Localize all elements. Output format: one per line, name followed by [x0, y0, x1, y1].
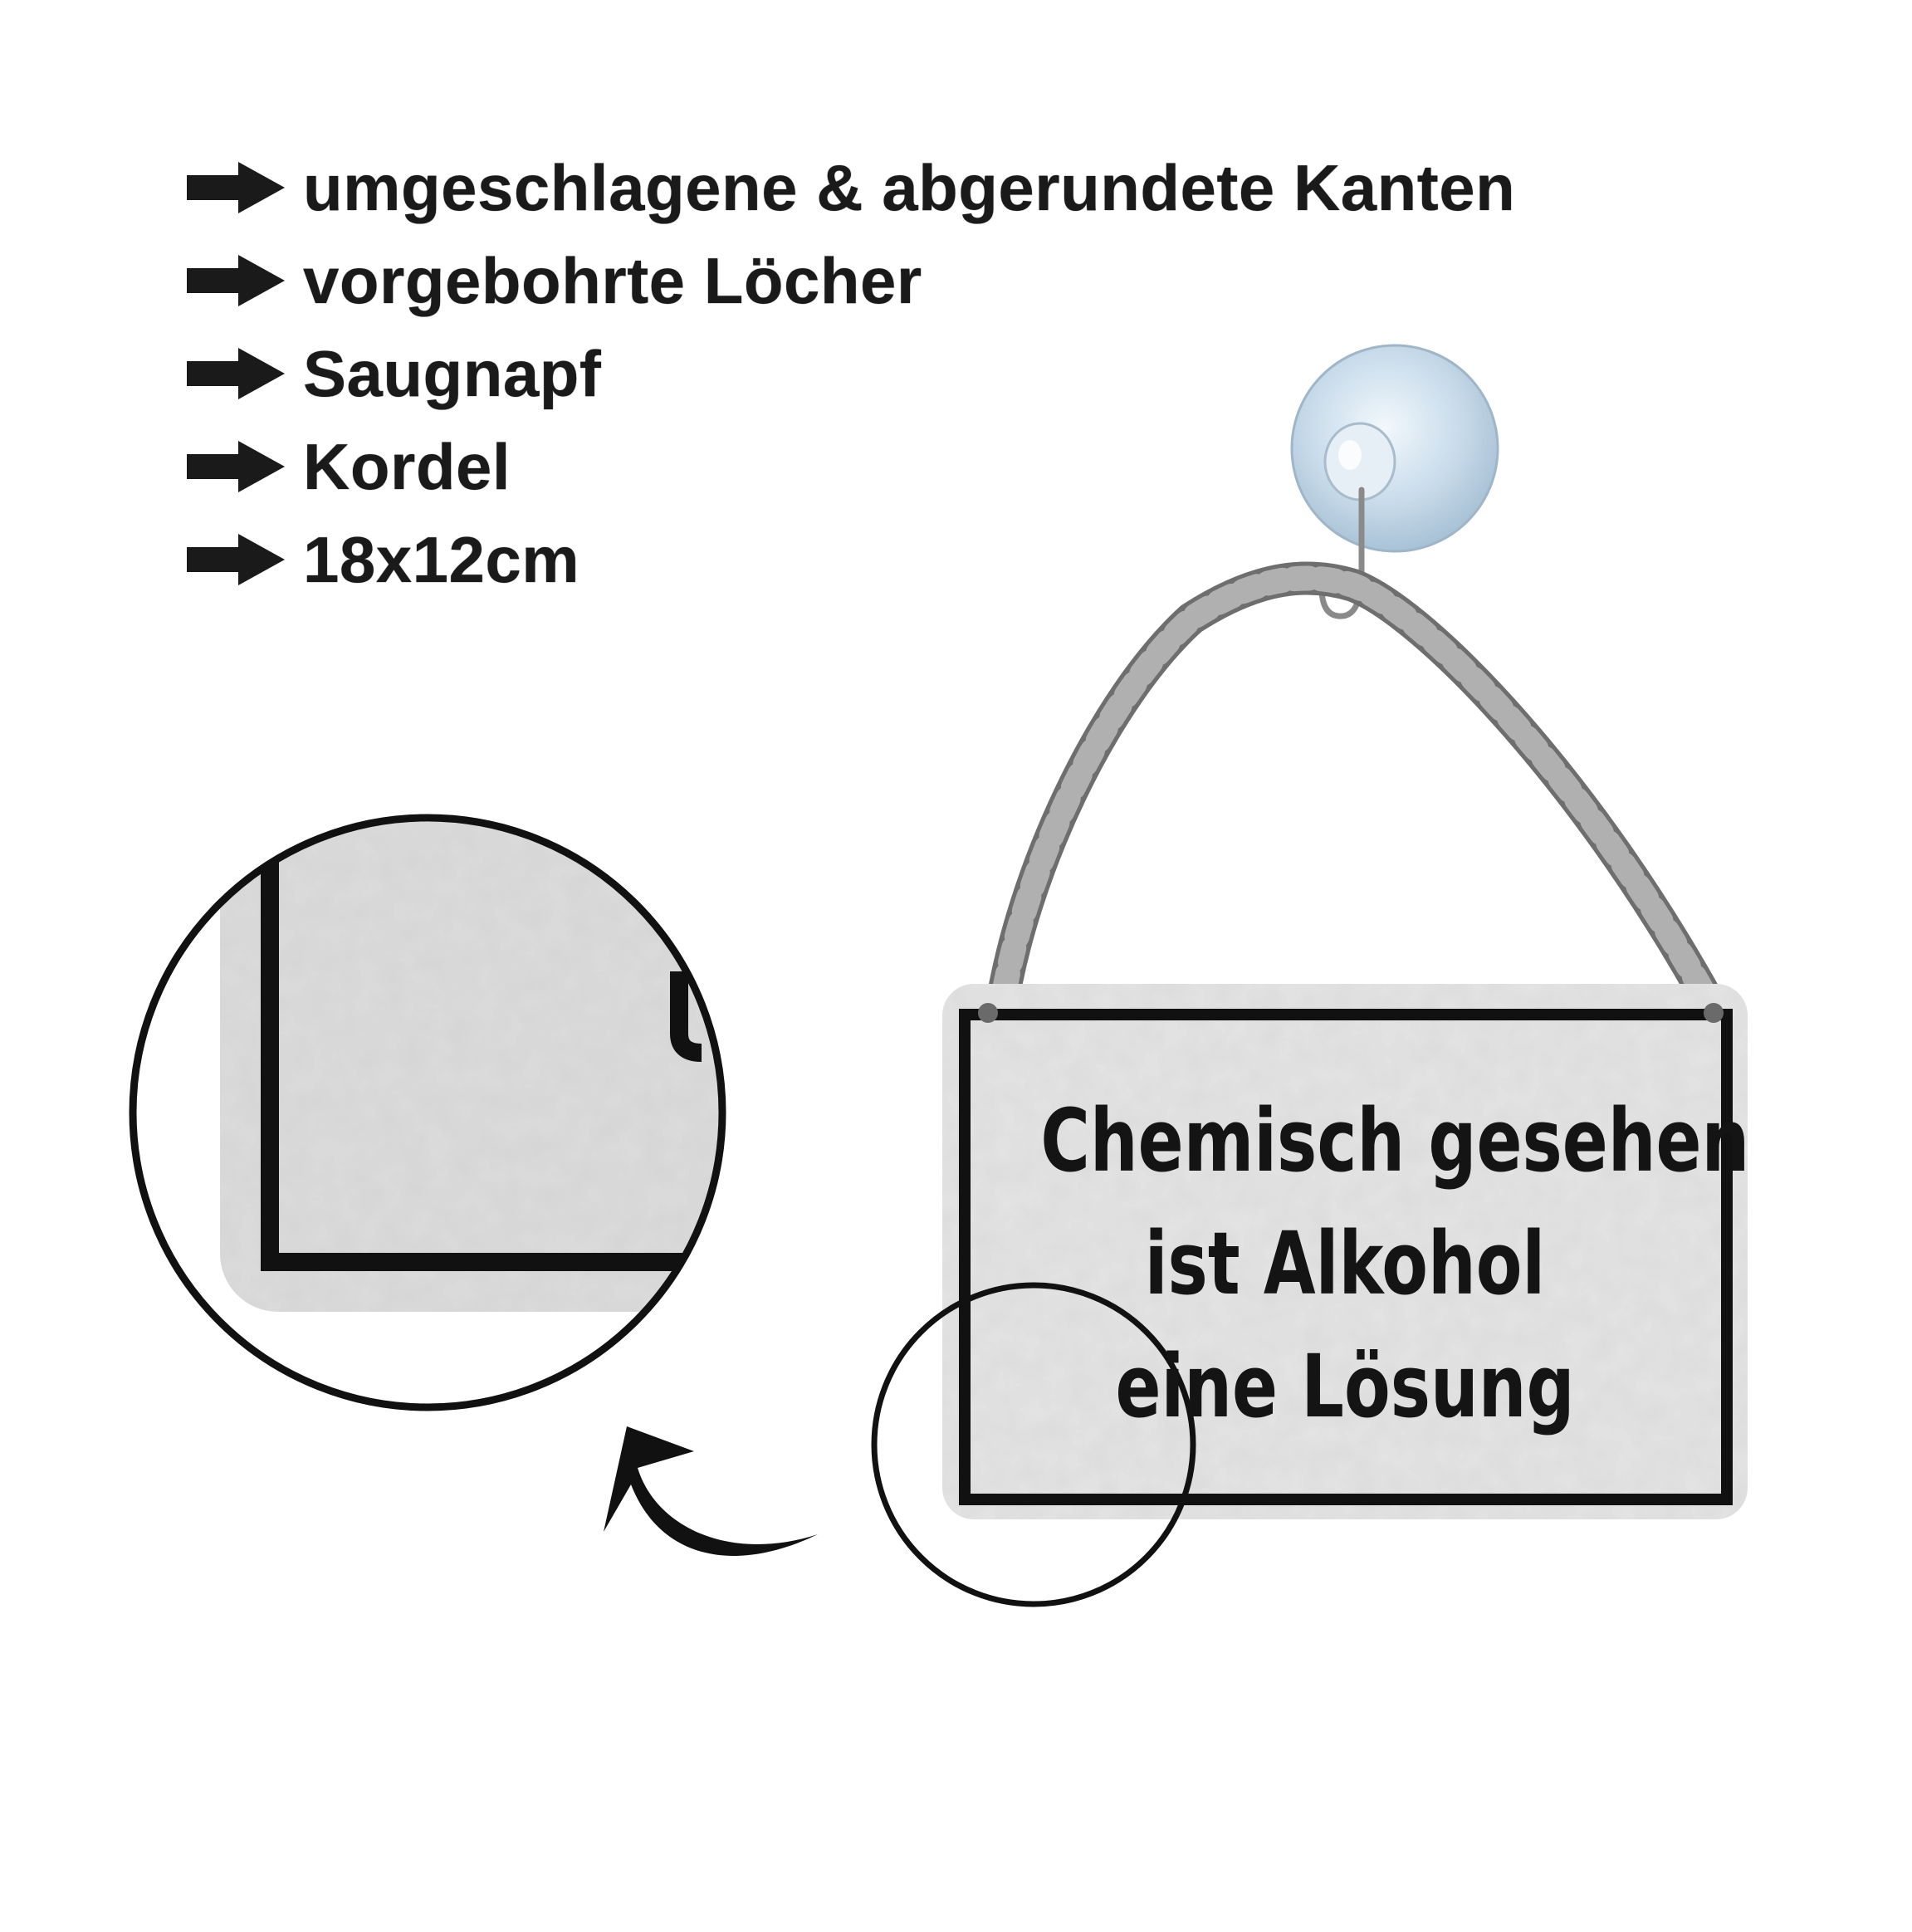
- feature-label: 18x12cm: [303, 522, 580, 596]
- cord-icon: [984, 561, 1734, 1034]
- sign-line: eine Lösung: [1115, 1336, 1575, 1437]
- right-arrow-icon: [187, 348, 285, 399]
- suction-cup-icon: [1290, 344, 1499, 553]
- feature-label: umgeschlagene & abgerundete Kanten: [303, 150, 1516, 224]
- right-arrow-icon: [187, 441, 285, 492]
- sign-message: Chemisch gesehen ist Alkohol eine Lösung: [1040, 1079, 1750, 1448]
- feature-item: umgeschlagene & abgerundete Kanten: [187, 141, 1515, 234]
- feature-list: umgeschlagene & abgerundete Kanten vorge…: [187, 141, 1515, 606]
- feature-item: vorgebohrte Löcher: [187, 234, 1515, 327]
- drill-hole-left: [978, 1003, 998, 1023]
- sign-line: Chemisch gesehen: [1040, 1090, 1750, 1191]
- feature-item: Kordel: [187, 420, 1515, 513]
- feature-label: Kordel: [303, 429, 511, 503]
- right-arrow-icon: [187, 255, 285, 306]
- curved-arrow-icon: [604, 1426, 818, 1556]
- sign-line: ist Alkohol: [1144, 1213, 1546, 1314]
- drill-hole-right: [1704, 1003, 1724, 1023]
- feature-label: vorgebohrte Löcher: [303, 243, 922, 317]
- right-arrow-icon: [187, 162, 285, 213]
- corner-callout-circle: [871, 1282, 1196, 1607]
- feature-label: Saugnapf: [303, 336, 602, 410]
- metal-sign: [942, 984, 1748, 1519]
- feature-item: Saugnapf: [187, 327, 1515, 420]
- feature-item: 18x12cm: [187, 513, 1515, 606]
- corner-zoom-view: [129, 814, 726, 1411]
- right-arrow-icon: [187, 534, 285, 585]
